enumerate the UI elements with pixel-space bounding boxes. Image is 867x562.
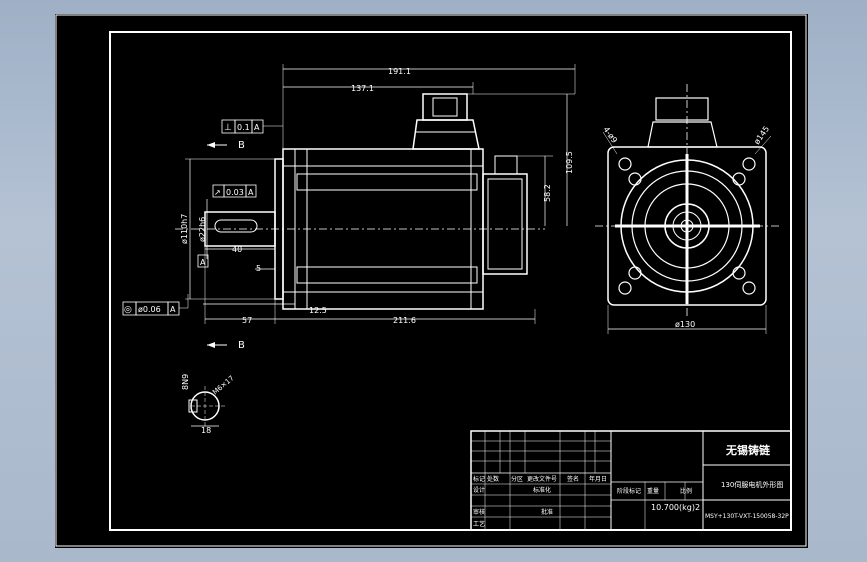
svg-text:ø0.06: ø0.06 [138, 305, 161, 314]
side-view: 191.1 137.1 109.5 58.2 40 5 57 12.5 211.… [122, 64, 576, 435]
dim-key-width: 8N9 [181, 374, 190, 390]
tol-concentricity: ◎ ø0.06 A [122, 294, 189, 316]
tb-head-5: 年月日 [589, 475, 607, 483]
section-marker-top: B [207, 140, 245, 151]
tb-head-4: 签名 [567, 475, 579, 483]
svg-text:A: A [170, 305, 176, 314]
svg-text:◎: ◎ [124, 305, 132, 315]
svg-text:B: B [238, 340, 245, 351]
tb-drawing-name: 130伺服电机外形图 [721, 480, 783, 489]
dim-flange-thickness: 12.5 [309, 306, 327, 315]
title-block: 标记 处数 分区 更改文件号 签名 年月日 设计 审核 工艺 标准化 批准 阶段… [470, 430, 792, 531]
dim-overall-length: 191.1 [388, 67, 411, 76]
dim-shaft-extension: 57 [242, 316, 252, 325]
tb-mid-0: 标准化 [533, 486, 551, 494]
svg-text:0.1: 0.1 [237, 123, 250, 132]
tb-title: 无锡铸链 [725, 443, 771, 457]
svg-text:B: B [238, 140, 245, 151]
cad-viewport[interactable]: 191.1 137.1 109.5 58.2 40 5 57 12.5 211.… [55, 14, 808, 548]
tb-head-1: 处数 [487, 475, 499, 483]
tb-head-0: 标记 [473, 475, 485, 483]
dim-key-offset: 5 [256, 264, 261, 273]
tb-stage-0: 阶段标记 [617, 487, 641, 495]
tb-drawing-number: MSY+130T-VXT-150058-32P [705, 513, 789, 520]
dim-box-height: 58.2 [543, 184, 552, 202]
section-marker-bottom: B [207, 340, 245, 351]
tol-perpendicularity: ⊥ 0.1 A [221, 119, 283, 134]
tol-runout: ↗ 0.03 A [212, 184, 257, 198]
svg-text:A: A [200, 258, 206, 267]
tb-left-0: 设计 [473, 486, 485, 494]
encoder-box [482, 155, 528, 275]
dim-flange-square: ø130 [675, 320, 695, 329]
tb-stage-1: 重量 [647, 487, 659, 495]
drawing-frame-inner [109, 31, 792, 531]
drawing-frame-outer [55, 14, 807, 547]
tb-head-2: 分区 [511, 475, 523, 483]
tb-head-3: 更改文件号 [527, 475, 557, 483]
dim-thread: M6×17 [211, 374, 235, 396]
tb-stage-2: 比例 [680, 487, 692, 495]
top-connector [412, 93, 480, 150]
engineering-drawing: 191.1 137.1 109.5 58.2 40 5 57 12.5 211.… [55, 14, 807, 547]
bolt-holes [618, 157, 756, 295]
dim-shaft-key: 18 [201, 426, 211, 435]
datum-a: A [197, 254, 209, 268]
dim-connector-height: 109.5 [565, 151, 574, 174]
dim-bolt-circle: ø145 [752, 124, 771, 146]
tb-left-2: 工艺 [473, 520, 485, 528]
dim-pilot-diameter: ø110h7 [180, 214, 189, 244]
front-view: ø130 ø145 4-ø9 [595, 84, 780, 334]
tb-scale: 10.700(kg)2 [651, 503, 700, 512]
svg-text:A: A [248, 188, 254, 197]
dim-body-length: 211.6 [393, 316, 416, 325]
svg-text:↗: ↗ [214, 188, 221, 197]
dim-shaft-diameter: ø22h6 [198, 217, 207, 242]
dim-holes: 4-ø9 [601, 125, 619, 145]
tb-left-1: 审核 [473, 508, 485, 516]
tb-mid-1: 批准 [541, 508, 553, 516]
dim-length-to-connector: 137.1 [351, 84, 374, 93]
svg-text:⊥: ⊥ [224, 123, 232, 133]
shaft-section: 8N9 M6×17 18 [181, 374, 236, 435]
svg-text:A: A [254, 123, 260, 132]
svg-text:0.03: 0.03 [226, 188, 244, 197]
dim-shaft-length: 40 [232, 245, 242, 254]
